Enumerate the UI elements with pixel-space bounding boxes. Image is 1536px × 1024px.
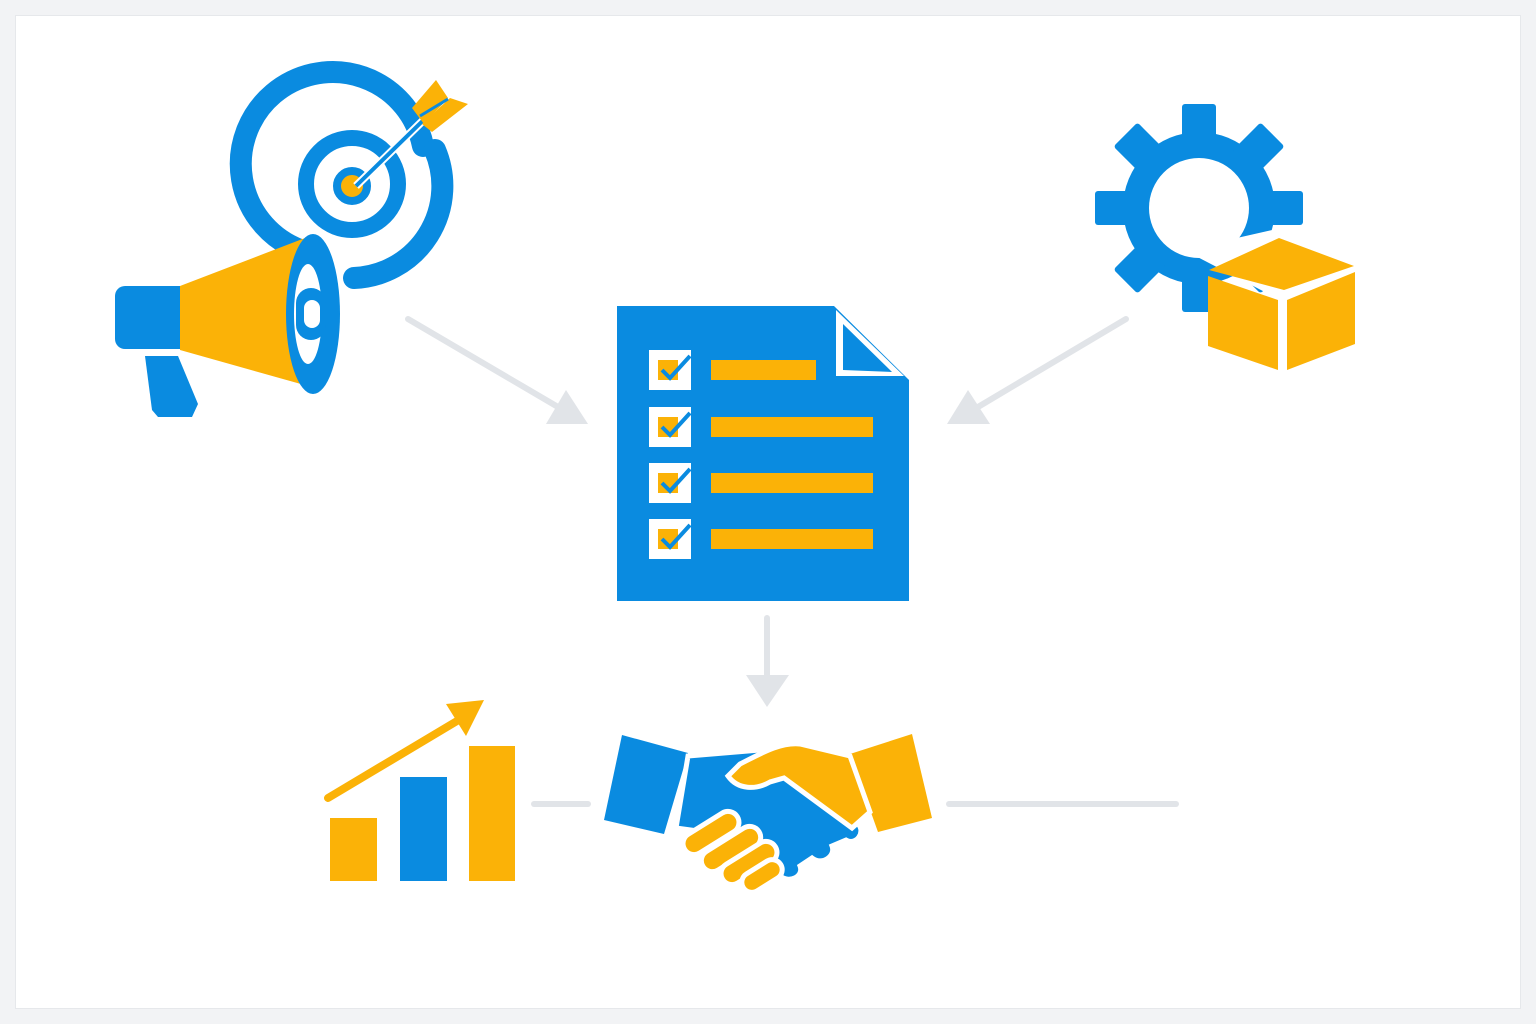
checklist-line	[711, 529, 873, 549]
checklist-line	[711, 360, 816, 380]
checklist-item	[649, 519, 873, 559]
check-mark-icon	[660, 523, 692, 550]
gear-tooth	[1182, 104, 1216, 144]
gear-tooth	[1095, 191, 1135, 225]
gear-tooth	[1263, 191, 1303, 225]
megaphone-icon	[115, 234, 340, 417]
check-mark-icon	[660, 467, 692, 494]
box-icon	[1184, 226, 1370, 370]
checklist-document-icon	[617, 306, 909, 601]
connector-operations-to-checklist	[947, 316, 1129, 424]
connector-checklist-to-handshake	[746, 615, 789, 707]
connector-marketing-to-checklist	[405, 316, 588, 424]
yellow-hand	[724, 741, 873, 832]
handshake-icon	[604, 734, 932, 895]
checklist-line	[711, 473, 873, 493]
gear-tooth	[1114, 123, 1165, 174]
gear-tooth	[1114, 242, 1165, 293]
yellow-fingers	[680, 808, 785, 895]
megaphone-target-icon	[115, 61, 468, 417]
connectors	[405, 316, 1179, 807]
gear-tooth	[1233, 123, 1284, 174]
gear-hole	[1149, 158, 1249, 258]
gear-tooth	[1182, 272, 1216, 312]
checklist-item	[649, 350, 816, 390]
checklist-item	[649, 407, 873, 447]
check-mark-icon	[660, 411, 692, 438]
icon-bar-3	[469, 746, 515, 881]
target-icon	[229, 61, 454, 289]
icon-bar-1	[330, 818, 377, 881]
checklist-line	[711, 417, 873, 437]
icon-bar-2	[400, 777, 447, 881]
checklist-items	[649, 350, 873, 559]
trend-arrow-line	[324, 714, 466, 802]
check-mark-icon	[660, 354, 692, 381]
gear-box-icon	[1095, 104, 1370, 370]
left-sleeve	[604, 735, 688, 834]
trend-arrow-head	[446, 700, 484, 736]
checklist-item	[649, 463, 873, 503]
arrow-icon	[353, 80, 468, 189]
bar-chart-growth-icon	[324, 700, 515, 881]
blue-hand	[673, 747, 864, 882]
